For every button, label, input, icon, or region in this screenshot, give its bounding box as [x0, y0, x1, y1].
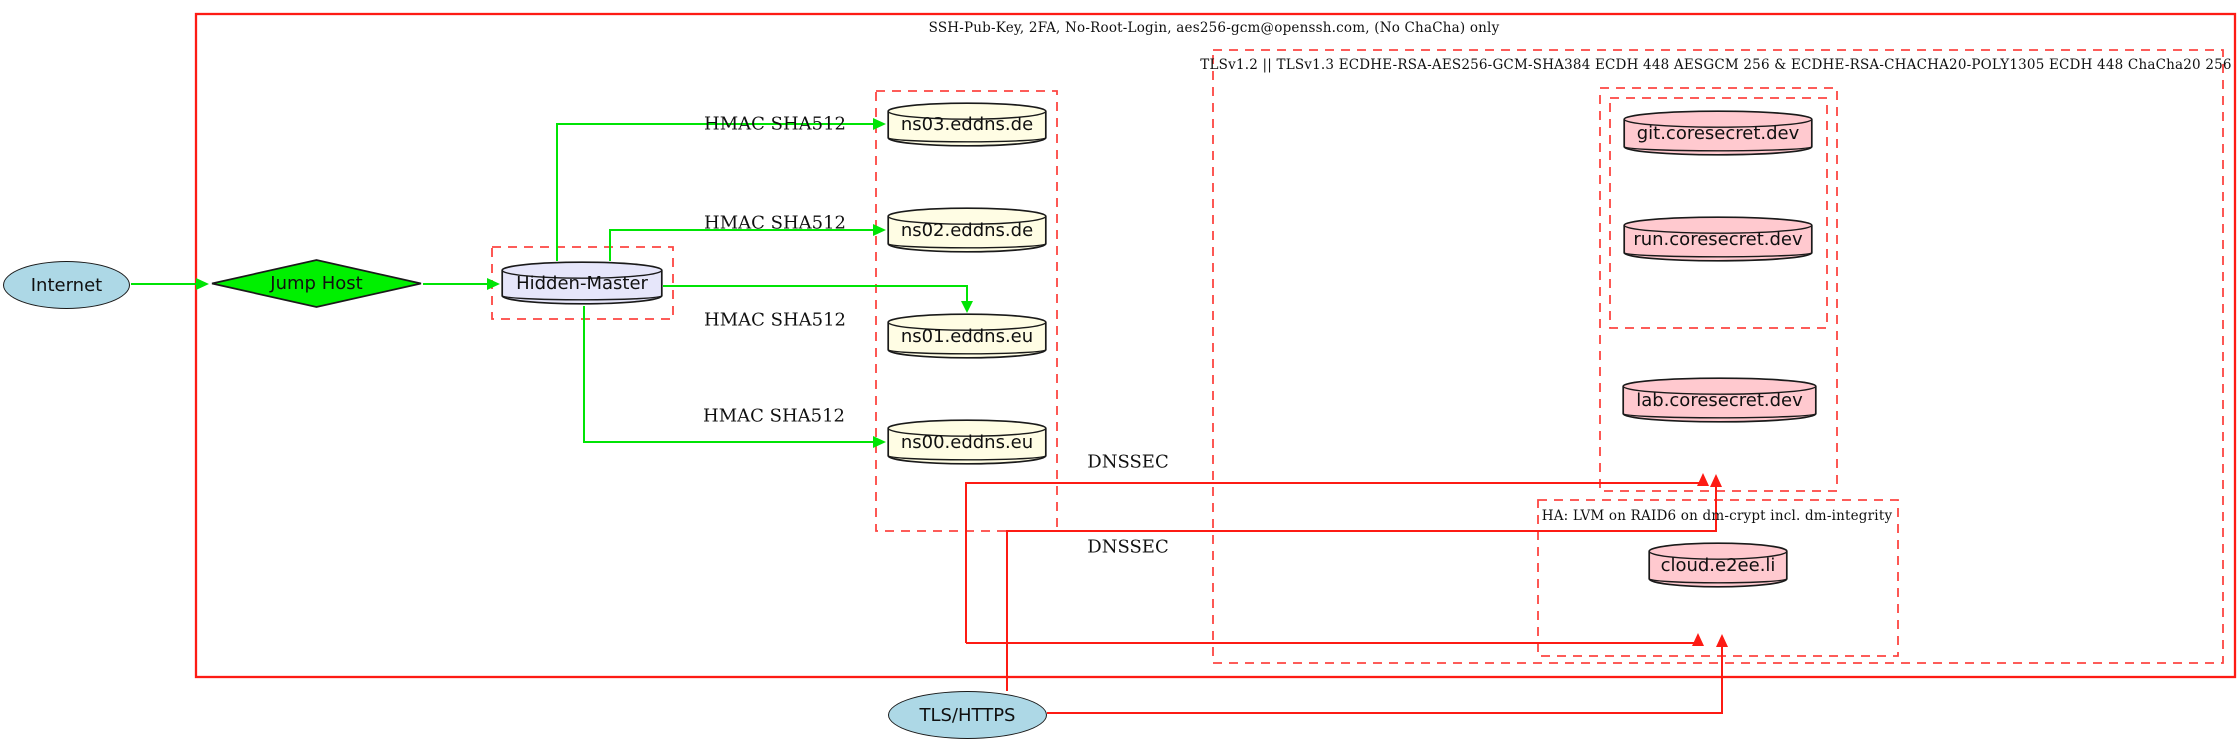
diamond-shape — [211, 259, 422, 308]
node-internet-label: Internet — [30, 274, 103, 296]
edge-label-hmac-ns03: HMAC SHA512 — [703, 113, 847, 135]
edge-line — [1047, 647, 1723, 714]
edge-dnssec-to-ha — [966, 633, 1704, 646]
edge-hiddenmaster-to-ns02 — [609, 224, 886, 261]
node-jump-host-label: Jump Host — [270, 273, 363, 294]
edge-tlshttps-to-coresecret — [1006, 474, 1722, 691]
cylinder-shape — [1623, 110, 1813, 156]
edge-hiddenmaster-to-ns00 — [583, 306, 886, 448]
node-git-coresecret-label: git.coresecret.dev — [1636, 122, 1800, 144]
edge-line — [583, 306, 873, 443]
cylinder-shape — [887, 419, 1047, 465]
cylinder-shape — [1648, 542, 1788, 588]
edge-label-hmac-ns00: HMAC SHA512 — [702, 405, 846, 427]
cluster-outer-ssh-label: SSH-Pub-Key, 2FA, No-Root-Login, aes256-… — [928, 20, 1500, 36]
node-hidden-master-label: Hidden-Master — [516, 272, 648, 294]
edge-line — [609, 229, 873, 261]
cluster-ha-box — [1537, 499, 1899, 657]
edge-tlshttps-to-ha — [1047, 634, 1728, 714]
node-ns00-label: ns00.eddns.eu — [900, 431, 1034, 453]
cylinder-shape — [1623, 216, 1813, 262]
node-ns01-label: ns01.eddns.eu — [900, 325, 1034, 347]
arrowhead — [1716, 634, 1728, 647]
node-ns01: ns01.eddns.eu — [887, 313, 1047, 359]
edge-internet-to-jumphost — [131, 278, 209, 290]
edge-line — [663, 285, 968, 301]
edge-line — [556, 123, 873, 261]
arrowhead — [873, 436, 886, 448]
node-lab-coresecret: lab.coresecret.dev — [1622, 377, 1817, 423]
edge-label-dnssec-top: DNSSEC — [1087, 451, 1169, 473]
node-run-coresecret: run.coresecret.dev — [1623, 216, 1813, 262]
cluster-outer-ssh-box — [194, 12, 2237, 679]
node-hidden-master: Hidden-Master — [501, 261, 663, 305]
cylinder-shape — [887, 102, 1047, 147]
node-run-coresecret-label: run.coresecret.dev — [1633, 228, 1803, 250]
arrowhead — [196, 278, 209, 290]
cluster-coresecret-box — [1599, 87, 1838, 492]
node-git-coresecret: git.coresecret.dev — [1623, 110, 1813, 156]
edge-label-hmac-ns01: HMAC SHA512 — [703, 309, 847, 331]
edge-line — [1006, 487, 1717, 691]
node-tls-https: TLS/HTTPS — [888, 691, 1047, 739]
edge-dnssec-to-coresecret-1 — [965, 473, 1709, 643]
arrowhead — [961, 301, 973, 313]
node-cloud-e2ee: cloud.e2ee.li — [1648, 542, 1788, 588]
node-ns02-label: ns02.eddns.de — [900, 219, 1034, 241]
arrowhead — [873, 118, 886, 130]
arrowhead — [1692, 633, 1704, 646]
cluster-tls-label: TLSv1.2 || TLSv1.3 ECDHE-RSA-AES256-GCM-… — [1200, 57, 2232, 73]
cylinder-shape — [887, 207, 1047, 253]
node-cloud-e2ee-label: cloud.e2ee.li — [1660, 554, 1776, 576]
arrowhead — [873, 224, 886, 236]
node-ns03-label: ns03.eddns.de — [900, 114, 1034, 135]
arrowhead — [487, 278, 500, 290]
edge-jumphost-to-hiddenmaster — [423, 278, 500, 290]
node-ns02: ns02.eddns.de — [887, 207, 1047, 253]
edge-label-dnssec-bottom: DNSSEC — [1087, 536, 1169, 558]
cylinder-shape — [887, 313, 1047, 359]
node-ns00: ns00.eddns.eu — [887, 419, 1047, 465]
node-ns03: ns03.eddns.de — [887, 102, 1047, 147]
node-jump-host: Jump Host — [210, 259, 423, 308]
node-internet: Internet — [3, 261, 130, 309]
node-lab-coresecret-label: lab.coresecret.dev — [1636, 389, 1803, 411]
edge-hiddenmaster-to-ns03 — [556, 118, 886, 261]
arrowhead — [1697, 473, 1709, 486]
edge-hiddenmaster-to-ns01 — [663, 285, 973, 313]
edge-line — [965, 482, 1700, 643]
cluster-tls-box — [1212, 49, 2224, 664]
arrowhead — [1710, 474, 1722, 487]
cylinder-shape — [501, 261, 663, 305]
cylinder-shape — [1622, 377, 1817, 423]
node-tls-https-label: TLS/HTTPS — [919, 704, 1016, 726]
edge-label-hmac-ns02: HMAC SHA512 — [703, 212, 847, 234]
cluster-ha-label: HA: LVM on RAID6 on dm-crypt incl. dm-in… — [1541, 508, 1893, 524]
